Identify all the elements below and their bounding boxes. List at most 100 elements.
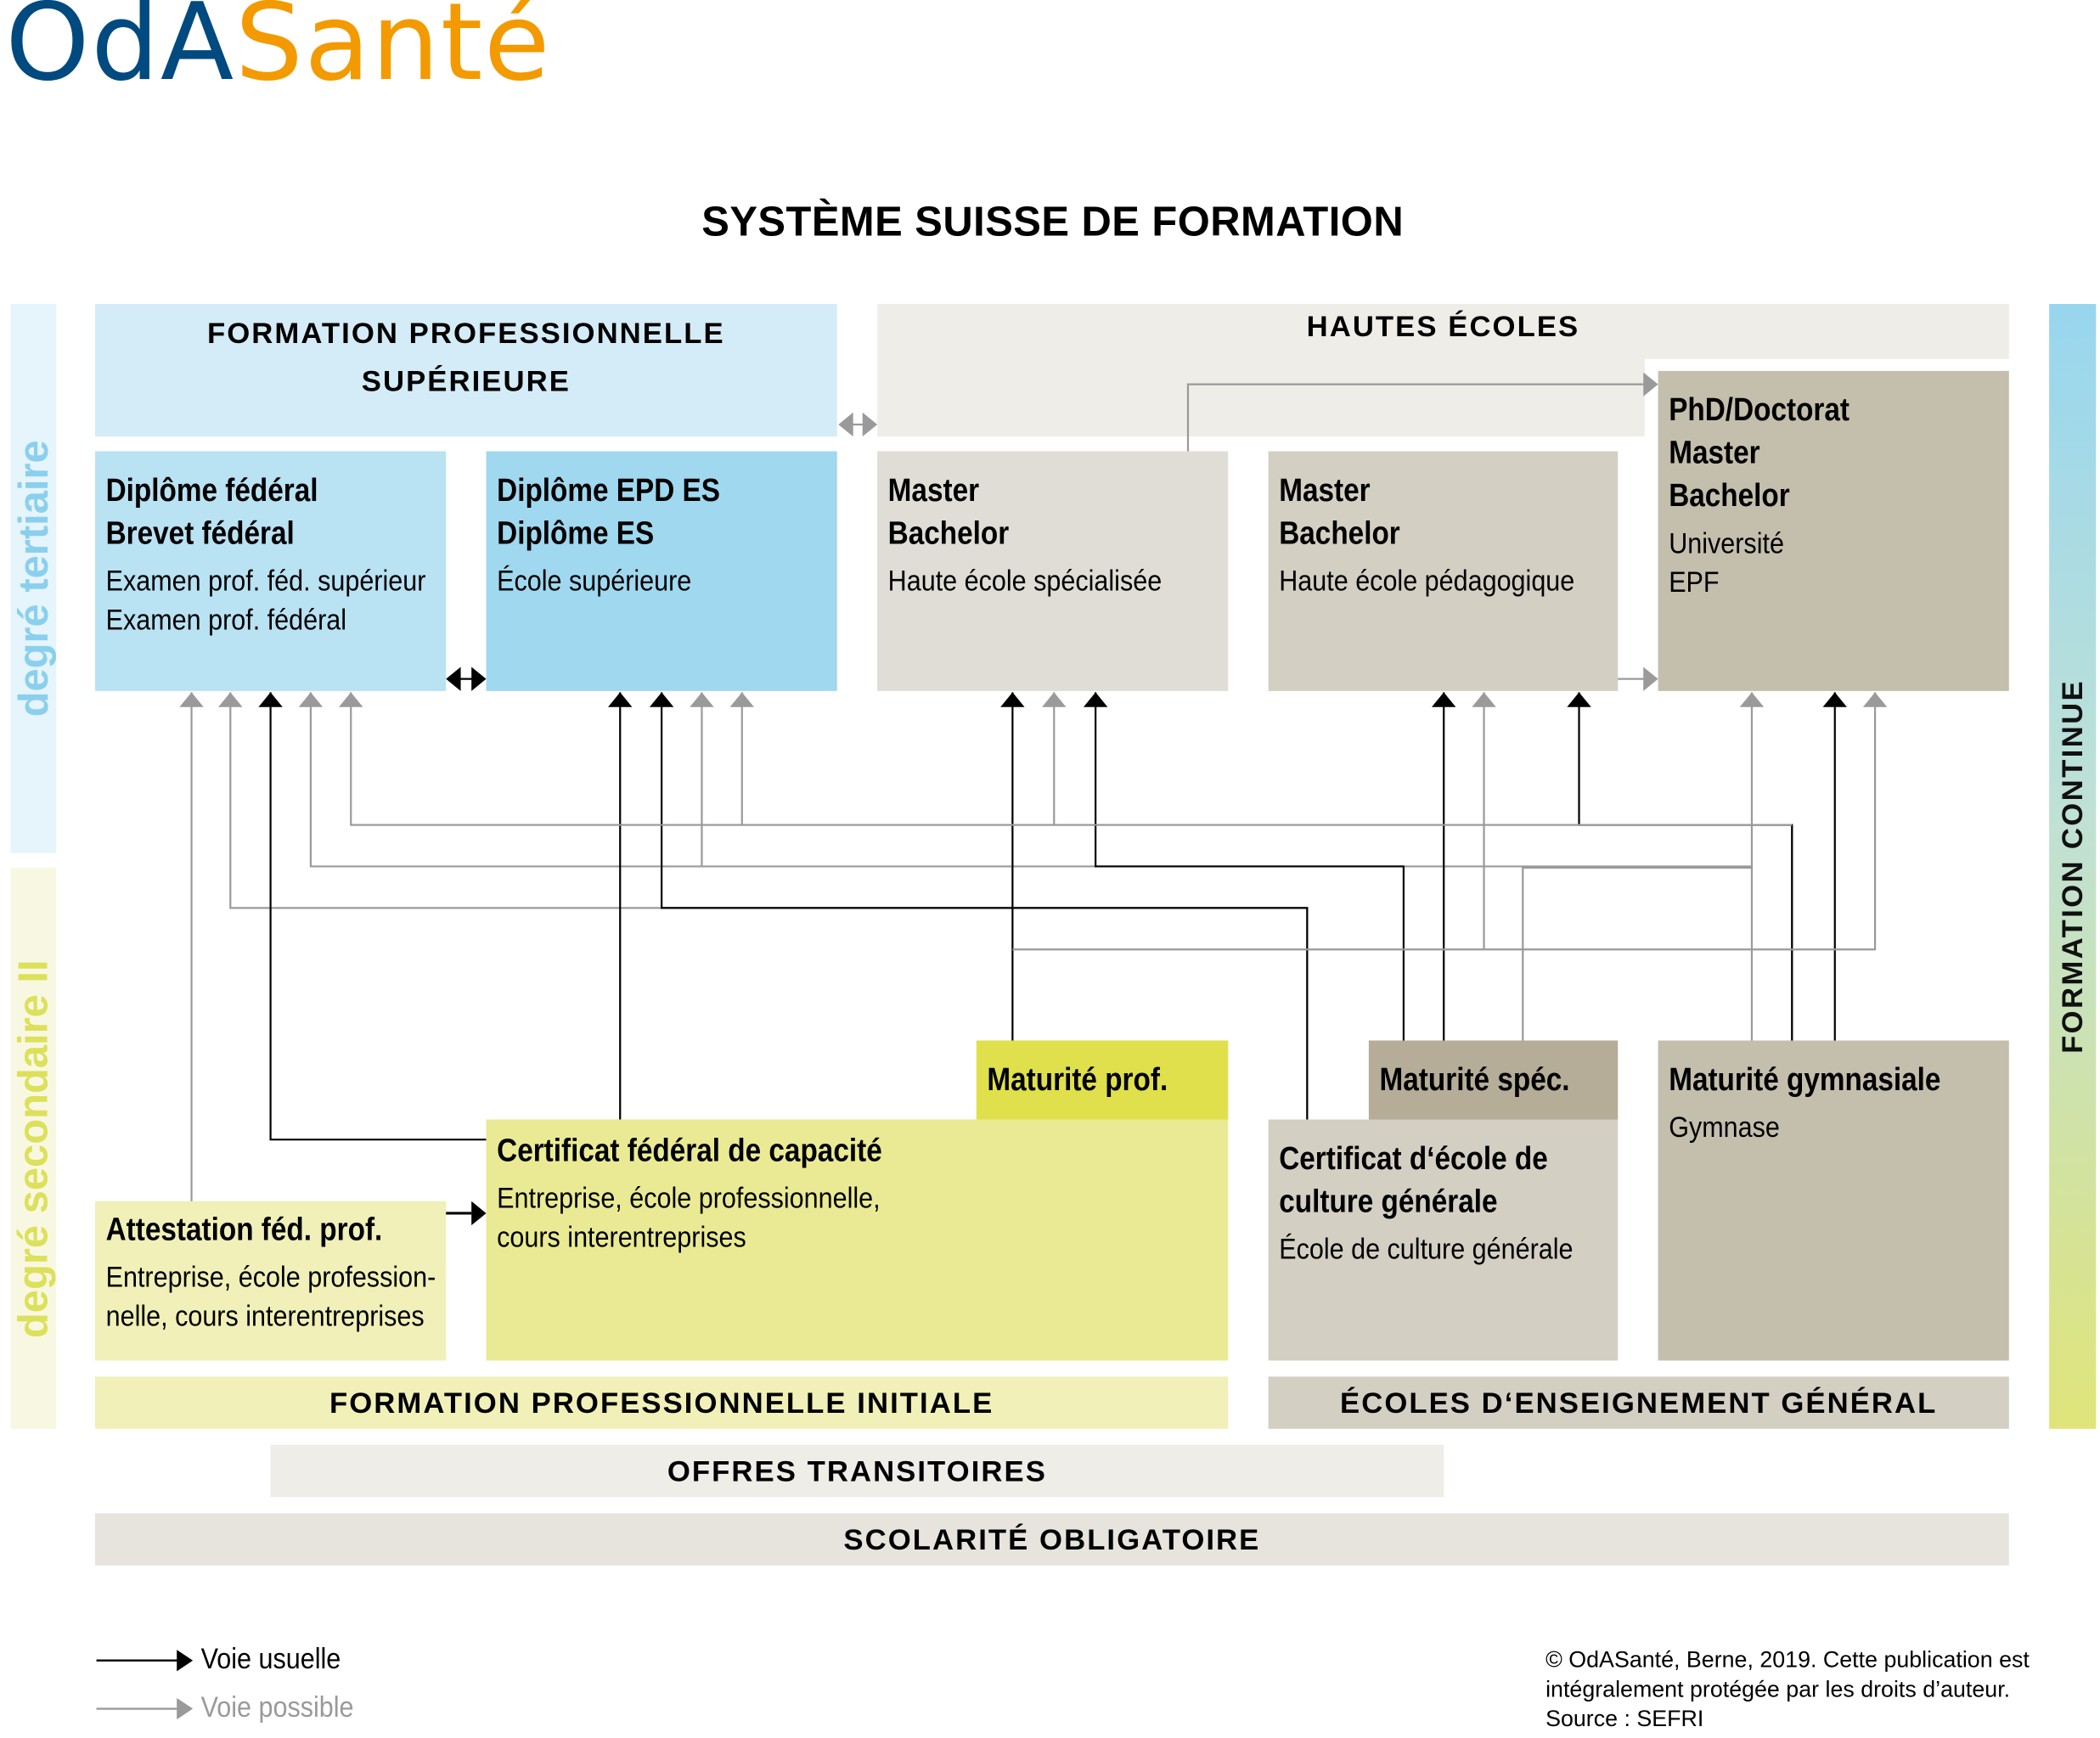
- arrow-up-icon: [1739, 692, 1765, 707]
- box-subtitle: École de culture générale: [1279, 1232, 1574, 1266]
- box-title: culture générale: [1279, 1184, 1498, 1220]
- box-title: Maturité spéc.: [1379, 1061, 1570, 1099]
- box-subtitle: Gymnase: [1669, 1110, 1780, 1144]
- box-title: Bachelor: [1279, 515, 1400, 552]
- box-title: Diplôme EPD ES: [497, 472, 720, 509]
- logo-sante: Santé: [234, 0, 552, 105]
- copyright-notice: © OdASanté, Berne, 2019. Cette publicati…: [1545, 1645, 2030, 1734]
- legend-usual-label: Voie usuelle: [200, 1641, 341, 1676]
- box-title: Bachelor: [887, 515, 1010, 552]
- box-title: Diplôme fédéral: [105, 472, 318, 509]
- possible-pathway-line: [1522, 692, 1754, 1041]
- copyright-line: intégralement protégée par les droits d’…: [1545, 1676, 2011, 1702]
- box-subtitle: Entreprise, école professionnelle,: [497, 1181, 881, 1215]
- continuing-education-label: FORMATION CONTINUE: [2055, 678, 2089, 1054]
- arrow-up-icon: [1083, 692, 1108, 707]
- box-subtitle: École supérieure: [497, 564, 692, 598]
- arrow-up-icon: [1042, 692, 1067, 707]
- copyright-line: © OdASanté, Berne, 2019. Cette publicati…: [1545, 1646, 2030, 1673]
- arrow-up-icon: [1000, 692, 1025, 707]
- box-subtitle: Entreprise, école profession-: [105, 1260, 436, 1294]
- arrow-right-icon: [471, 667, 487, 691]
- fpi-band: FORMATION PROFESSIONNELLE INITIALE: [94, 1376, 1229, 1429]
- box-subtitle: EPF: [1669, 565, 1720, 599]
- box-title: Attestation féd. prof.: [105, 1212, 383, 1248]
- box-title: Maturité gymnasiale: [1669, 1061, 1941, 1099]
- transitional-offers-band: OFFRES TRANSITOIRES: [270, 1444, 1444, 1498]
- box-subtitle: Examen prof. féd. supérieur: [105, 564, 426, 598]
- source-line: Source : SEFRI: [1545, 1706, 1704, 1732]
- arrow-up-icon: [339, 692, 363, 707]
- federal-diploma-box: Diplôme fédéral Brevet fédéral Examen pr…: [94, 451, 447, 691]
- box-title: Master: [887, 472, 980, 509]
- fps-header-line1: FORMATION PROFESSIONNELLE: [207, 316, 725, 350]
- arrow-up-icon: [1432, 692, 1456, 707]
- arrow-up-icon: [1822, 692, 1847, 707]
- usual-pathway-line: [269, 692, 487, 1141]
- legend-arrows: [96, 1650, 194, 1720]
- arrow-up-icon: [1862, 692, 1888, 707]
- hep-box: Master Bachelor Haute école pédagogique: [1268, 451, 1619, 691]
- continuing-education-bar: FORMATION CONTINUE: [2049, 304, 2097, 1429]
- arrow-right-icon: [471, 1201, 487, 1226]
- box-title: Certificat d‘école de: [1279, 1140, 1548, 1178]
- possible-pathway-line: [309, 692, 1754, 1041]
- odasante-logo: OdASanté: [5, 0, 551, 97]
- possible-pathway-line: [350, 692, 1793, 1041]
- box-subtitle: nelle, cours interentreprises: [105, 1298, 425, 1333]
- box-title: Maturité prof.: [987, 1061, 1168, 1099]
- box-title: Diplôme ES: [497, 515, 655, 552]
- he-header-label: HAUTES ÉCOLES: [1306, 309, 1580, 343]
- box-subtitle: Haute école spécialisée: [887, 564, 1163, 598]
- box-title: Brevet fédéral: [105, 515, 295, 552]
- usual-pathway-line: [1578, 692, 1793, 1041]
- box-title: Master: [1669, 435, 1760, 472]
- box-subtitle: Haute école pédagogique: [1279, 564, 1575, 598]
- arrow-up-icon: [218, 692, 243, 707]
- fps-header: FORMATION PROFESSIONNELLE SUPÉRIEURE: [94, 304, 837, 437]
- arrow-up-icon: [1567, 692, 1591, 707]
- afp-box: Attestation féd. prof. Entreprise, école…: [94, 1201, 447, 1361]
- tertiary-level-bar: degré tertiaire: [9, 304, 57, 853]
- university-box: PhD/Doctorat Master Bachelor Université …: [1658, 370, 2009, 691]
- box-title: Certificat fédéral de capacité: [497, 1133, 882, 1169]
- arrow-up-icon: [258, 692, 283, 707]
- ecg-box: Certificat d‘école de culture générale É…: [1268, 1119, 1619, 1361]
- arrow-left-icon: [446, 667, 461, 691]
- box-title: Bachelor: [1669, 478, 1790, 515]
- arrow-up-icon: [649, 692, 674, 707]
- maturite-gym-box: Maturité gymnasiale Gymnase: [1658, 1040, 2009, 1361]
- secondary-level-label: degré secondaire II: [9, 959, 57, 1338]
- he-header-bottom: [877, 357, 1645, 437]
- logo-oda: OdA: [5, 0, 235, 105]
- maturite-spec-box: Maturité spéc.: [1368, 1040, 1619, 1122]
- diagram-title: SYSTÈME SUISSE DE FORMATION: [701, 198, 1405, 245]
- arrow-right-icon: [862, 412, 878, 437]
- arrow-up-icon: [298, 692, 324, 707]
- arrow-up-icon: [179, 692, 204, 707]
- tertiary-level-label: degré tertiaire: [9, 440, 57, 717]
- box-title: PhD/Doctorat: [1669, 392, 1850, 429]
- box-title: Master: [1279, 472, 1371, 509]
- arrow-right-icon: [1643, 372, 1658, 397]
- arrow-up-icon: [729, 692, 754, 707]
- arrow-right-icon: [1643, 667, 1658, 691]
- maturite-prof-box: Maturité prof.: [976, 1040, 1229, 1122]
- arrow-up-icon: [1472, 692, 1496, 707]
- compulsory-schooling-band: SCOLARITÉ OBLIGATOIRE: [94, 1513, 2009, 1566]
- box-subtitle: Université: [1669, 526, 1784, 560]
- eeg-band: ÉCOLES D‘ENSEIGNEMENT GÉNÉRAL: [1268, 1376, 2009, 1429]
- fps-header-line2: SUPÉRIEURE: [361, 363, 571, 398]
- he-header-top: [877, 304, 2009, 359]
- hes-box: Master Bachelor Haute école spécialisée: [877, 451, 1229, 691]
- legend-usual-arrowhead-icon: [177, 1650, 194, 1672]
- legend-possible-arrowhead-icon: [177, 1697, 194, 1720]
- arrow-up-icon: [690, 692, 714, 707]
- secondary-level-bar: degré secondaire II: [9, 868, 57, 1429]
- possible-pathway-line: [1012, 692, 1877, 951]
- usual-pathway-line: [1095, 692, 1405, 1041]
- diplome-es-box: Diplôme EPD ES Diplôme ES École supérieu…: [486, 451, 837, 691]
- arrow-left-icon: [838, 412, 853, 437]
- arrow-up-icon: [608, 692, 633, 707]
